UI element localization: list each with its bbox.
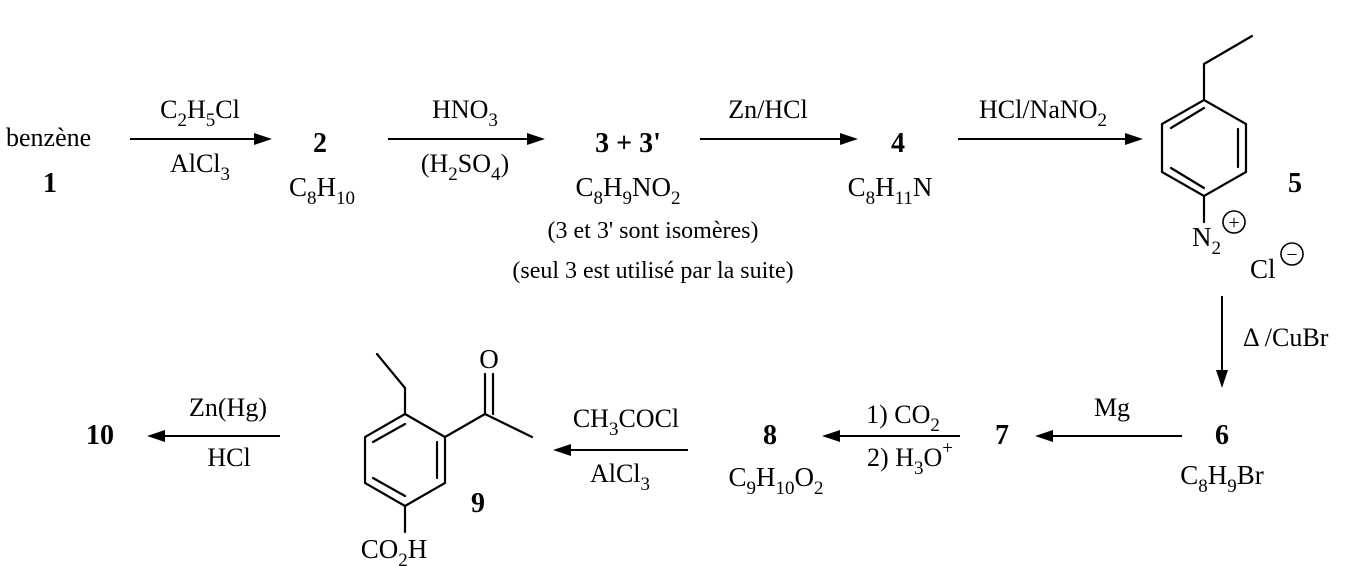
arrow-8-head <box>553 444 571 456</box>
compound-4-formula: C8H11N <box>848 172 933 209</box>
arrow-3-head <box>840 133 858 145</box>
c9-ring-double-2 <box>371 422 407 444</box>
compound-8-number: 8 <box>763 420 777 451</box>
arrow-6-head <box>1035 430 1053 442</box>
c9-ring-double-3 <box>371 476 407 498</box>
step-5: Δ /CuBr <box>1216 296 1329 388</box>
compound-2-number: 2 <box>313 128 327 159</box>
step-2: HNO3 (H2SO4) <box>388 95 545 185</box>
step-7-reagent-bottom: 2) H3O+ <box>867 438 953 479</box>
c5-ring-double-3 <box>1169 166 1206 190</box>
compound-5: N2 + Cl − 5 <box>1160 34 1304 284</box>
c5-diazonium: N2 <box>1192 222 1221 259</box>
c9-acid-group: CO2H <box>361 534 428 566</box>
c9-ethyl-bond-2 <box>375 352 407 390</box>
step-5-reagent: Δ /CuBr <box>1243 323 1329 352</box>
step-2-reagent-top: HNO3 <box>432 95 498 131</box>
compound-7-number: 7 <box>995 420 1009 451</box>
c5-ring <box>1160 98 1248 198</box>
compound-1-number: 1 <box>43 168 57 199</box>
c5-ethyl-bond-2 <box>1202 34 1254 66</box>
c9-carbonyl-oxygen: O <box>479 344 499 374</box>
arrow-2-head <box>527 133 545 145</box>
c5-plus-charge <box>1222 210 1246 234</box>
compound-9: O CO2H 9 <box>361 344 534 566</box>
compound-3: 3 + 3' C8H9NO2 (3 et 3' sont isomères) (… <box>512 128 793 284</box>
compound-2-formula: C8H10 <box>289 172 355 209</box>
step-6: Mg <box>1035 393 1182 442</box>
step-7: 1) CO2 2) H3O+ <box>822 400 960 479</box>
step-6-reagent: Mg <box>1094 393 1130 422</box>
step-4-reagent: HCl/NaNO2 <box>979 95 1107 131</box>
step-3-reagent: Zn/HCl <box>728 95 807 124</box>
step-8: CH3COCl AlCl3 <box>553 404 688 495</box>
compound-8: 8 C9H10O2 <box>728 420 823 499</box>
compound-8-formula: C9H10O2 <box>728 462 823 499</box>
compound-3-number: 3 + 3' <box>595 128 661 159</box>
step-3: Zn/HCl <box>700 95 858 145</box>
c5-plus-sign: + <box>1228 212 1239 234</box>
compound-3-formula: C8H9NO2 <box>575 172 680 209</box>
step-1: C2H5Cl AlCl3 <box>130 95 272 185</box>
step-1-reagent-top: C2H5Cl <box>160 95 240 131</box>
step-8-reagent-top: CH3COCl <box>573 404 679 440</box>
arrow-4-head <box>1125 133 1143 145</box>
c5-ring-double-2 <box>1169 106 1206 130</box>
step-4: HCl/NaNO2 <box>958 95 1143 145</box>
arrow-5-head <box>1216 370 1228 388</box>
step-2-reagent-bottom: (H2SO4) <box>421 149 509 185</box>
compound-2: 2 C8H10 <box>289 128 355 209</box>
c5-minus-sign: − <box>1286 244 1297 266</box>
compound-6-formula: C8H9Br <box>1180 460 1264 497</box>
compound-3-note-only: (seul 3 est utilisé par la suite) <box>512 258 793 284</box>
compound-1: benzène 1 <box>6 123 91 199</box>
compound-6: 6 C8H9Br <box>1180 420 1264 497</box>
arrow-7-head <box>822 430 840 442</box>
c9-ring <box>363 412 447 508</box>
c5-chloride: Cl <box>1250 254 1276 284</box>
compound-9-number: 9 <box>471 488 485 519</box>
c9-methyl-bond <box>483 412 534 439</box>
compound-3-note-isomers: (3 et 3' sont isomères) <box>548 218 759 244</box>
step-7-reagent-top: 1) CO2 <box>866 400 940 436</box>
c9-acyl-bond <box>443 412 487 439</box>
step-1-reagent-bottom: AlCl3 <box>170 149 230 185</box>
compound-4-number: 4 <box>891 128 905 159</box>
c5-minus-charge <box>1280 242 1304 266</box>
arrow-9-head <box>147 430 165 442</box>
compound-10-number: 10 <box>86 420 114 451</box>
compound-1-name: benzène <box>6 123 91 152</box>
step-9-reagent-bottom: HCl <box>207 443 250 472</box>
step-9-reagent-top: Zn(Hg) <box>189 393 267 422</box>
step-9: Zn(Hg) HCl <box>147 393 280 472</box>
compound-6-number: 6 <box>1215 420 1229 451</box>
compound-5-number: 5 <box>1288 168 1302 199</box>
arrow-1-head <box>254 133 272 145</box>
step-8-reagent-bottom: AlCl3 <box>590 459 650 495</box>
compound-4: 4 C8H11N <box>848 128 933 209</box>
